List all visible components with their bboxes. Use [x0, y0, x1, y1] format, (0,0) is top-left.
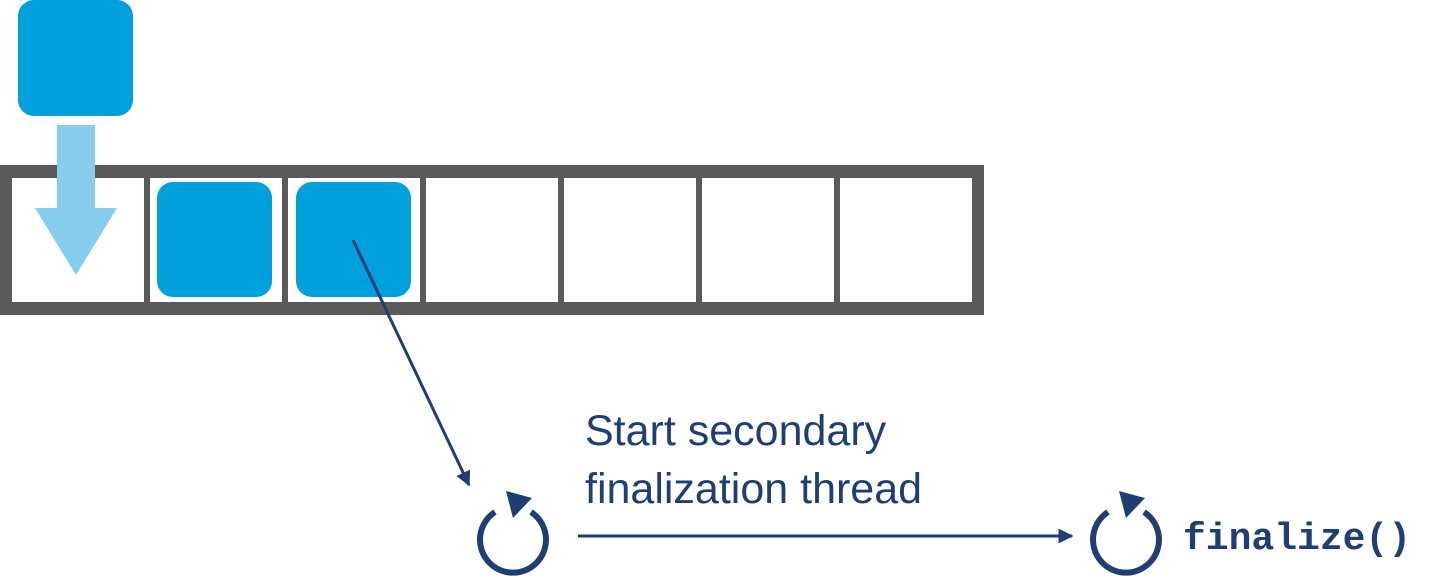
refresh-icon — [1090, 491, 1162, 576]
incoming-object — [18, 0, 133, 116]
queue-slot — [426, 178, 558, 302]
finalize-call: finalize() — [1183, 518, 1411, 561]
queue-slot — [702, 178, 834, 302]
refresh-icon — [477, 491, 549, 576]
queue-slots — [12, 178, 972, 302]
enqueue-arrow-overlay — [35, 125, 117, 275]
queue-slot — [840, 178, 972, 302]
dequeue-arrow — [351, 239, 471, 487]
thread-label-line2: finalization thread — [585, 465, 922, 513]
queue-slot — [564, 178, 696, 302]
queued-object — [296, 182, 411, 297]
queued-object — [157, 182, 272, 297]
thread-label-line1: Start secondary — [585, 407, 887, 455]
